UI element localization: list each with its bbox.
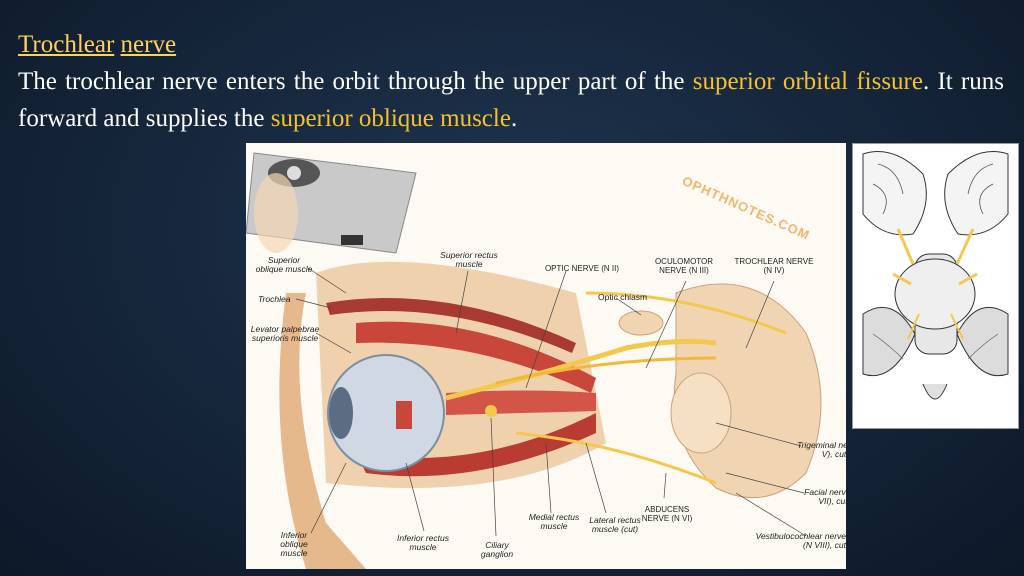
highlight-superior-orbital-fissure: superior orbital fissure xyxy=(692,68,923,95)
label-lateral-rectus: Lateral rectus muscle (cut) xyxy=(589,515,641,534)
leader-lines xyxy=(295,267,807,537)
label-ciliary-ganglion: Ciliary ganglion xyxy=(480,540,514,559)
label-vestibulocochlear: Vestibulocochlear nerve (N VIII), cut xyxy=(755,531,846,550)
label-inferior-rectus: Inferior rectus muscle xyxy=(397,533,449,552)
lateral-rectus-shape xyxy=(446,390,596,415)
optic-nerve-path xyxy=(445,338,717,401)
brain-base-illustration xyxy=(862,151,1009,400)
label-abducens: ABDUCENS NERVE (N VI) xyxy=(641,505,693,523)
label-medial-rectus: Medial rectus muscle xyxy=(528,512,580,531)
ciliary-ganglion-shape xyxy=(485,405,497,417)
label-optic-chiasm: Optic chiasm xyxy=(598,292,648,302)
brain-base-figure xyxy=(852,143,1019,429)
logo-card-icon xyxy=(246,152,417,254)
pons xyxy=(670,372,732,454)
title-word-nerve: nerve xyxy=(120,31,177,58)
title-word-trochlear: Trochlear xyxy=(18,31,115,58)
label-levator-palpebrae: Levator palpebrae superioris muscle xyxy=(250,324,320,343)
superior-rectus-shape xyxy=(356,321,596,393)
slide-title: Trochlear nerve xyxy=(18,26,1004,63)
body-part-3: . xyxy=(510,105,518,132)
abducens-nerve-path xyxy=(515,431,717,485)
slide-body: The trochlear nerve enters the orbit thr… xyxy=(18,63,1004,137)
label-superior-oblique: Superior oblique muscle xyxy=(255,255,313,274)
label-facial: Facial nerve (N VII), cut xyxy=(804,487,846,506)
iris xyxy=(329,387,353,439)
body-part-2: . It runs forward and supplies the xyxy=(18,68,1004,132)
label-inferior-oblique: Inferior oblique muscle xyxy=(280,530,308,558)
label-trigeminal: Trigeminal nerve (N V), cut xyxy=(796,440,846,459)
orbital-rim xyxy=(279,293,366,569)
label-optic-nerve: OPTIC NERVE (N II) xyxy=(544,264,620,273)
label-trochlear-nerve: TROCHLEAR NERVE (N IV) xyxy=(734,257,814,275)
label-superior-rectus: Superior rectus muscle xyxy=(440,250,498,269)
slide-text-block: Trochlear nerve The trochlear nerve ente… xyxy=(18,26,1004,137)
label-oculomotor-nerve: OCULOMOTOR NERVE (N III) xyxy=(654,257,714,275)
eyeball xyxy=(327,354,445,472)
highlight-superior-oblique-muscle: superior oblique muscle xyxy=(270,105,511,132)
body-part-1: The trochlear nerve enters the orbit thr… xyxy=(18,68,693,95)
orbit-anatomy-figure: OPHTHNOTES.COM Superior oblique muscle S… xyxy=(246,143,846,569)
oculomotor-nerve-path xyxy=(495,356,717,385)
trochlear-nerve-path xyxy=(585,291,787,335)
orbit-illustration xyxy=(246,152,822,569)
label-trochlea: Trochlea xyxy=(258,294,291,304)
superior-oblique-shape xyxy=(326,298,576,353)
muscle-insertion xyxy=(396,401,412,429)
optic-chiasm-shape xyxy=(618,310,664,336)
